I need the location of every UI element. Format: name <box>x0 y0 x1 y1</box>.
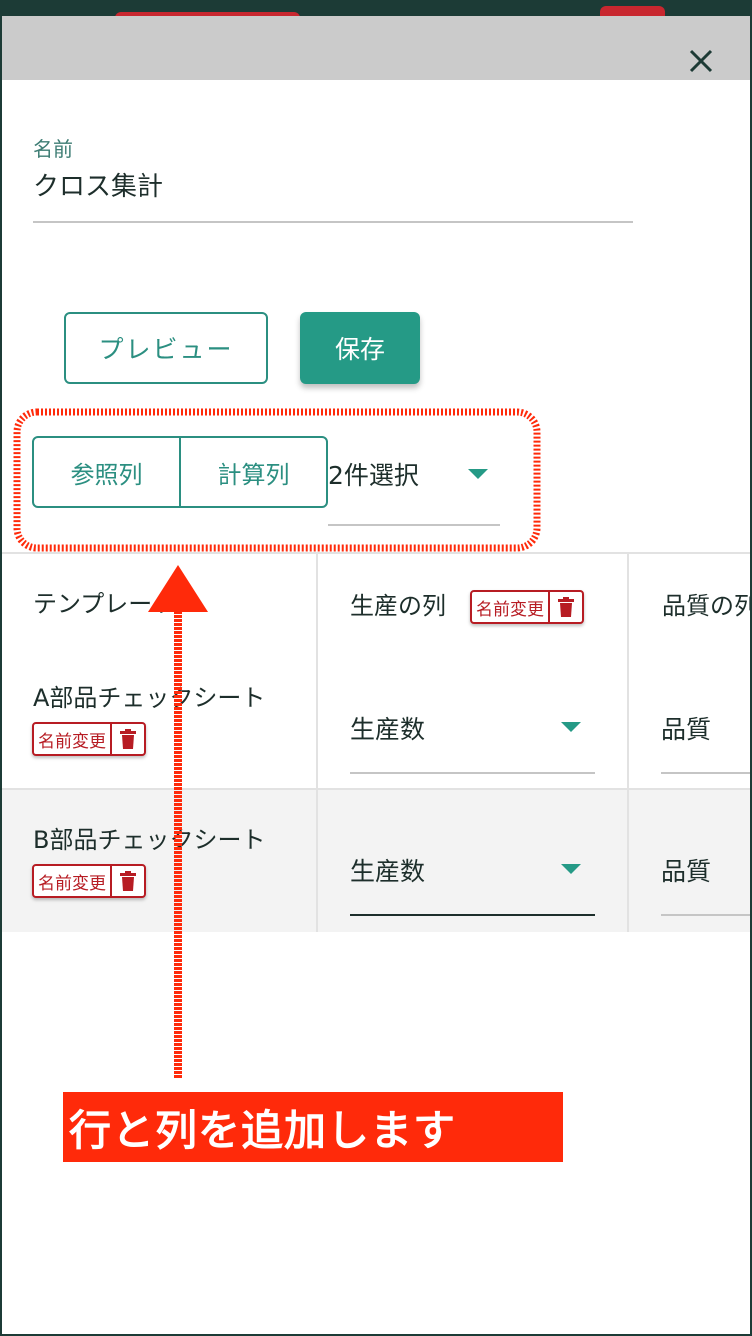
quality-column-select[interactable]: 品質 <box>661 694 752 774</box>
select-underline <box>661 772 752 774</box>
background-badge <box>600 6 665 16</box>
table-row: A部品チェックシート 名前変更 生産数 品質 <box>0 648 752 790</box>
column-rename-chip: 名前変更 <box>470 590 584 624</box>
production-column-select[interactable]: 生産数 <box>350 836 595 916</box>
window-frame <box>0 1334 752 1336</box>
name-field-label: 名前 <box>33 137 73 161</box>
table-header-row: テンプレート 生産の列 名前変更 品質の列 <box>0 552 752 648</box>
dialog-header <box>0 16 752 80</box>
selection-dropdown[interactable]: 2件選択 <box>328 446 500 526</box>
row-template-name: B部品チェックシート <box>33 826 266 854</box>
chevron-down-icon <box>561 722 581 732</box>
toggle-reference-column[interactable]: 参照列 <box>70 460 143 489</box>
column-divider <box>316 552 318 932</box>
trash-icon <box>120 729 136 749</box>
quality-select-value: 品質 <box>661 857 712 886</box>
column-header-template: テンプレート <box>33 590 177 618</box>
background-badge <box>115 12 300 16</box>
trash-icon <box>120 871 136 891</box>
close-button[interactable] <box>676 36 726 86</box>
chevron-down-icon <box>468 469 488 479</box>
delete-button[interactable] <box>110 724 144 754</box>
selection-dropdown-value: 2件選択 <box>328 461 419 490</box>
rename-button[interactable]: 名前変更 <box>476 599 544 620</box>
window-frame <box>0 0 2 1336</box>
quality-select-value: 品質 <box>661 715 712 744</box>
column-header-production: 生産の列 <box>350 592 446 620</box>
table-row: B部品チェックシート 名前変更 生産数 品質 <box>0 790 752 932</box>
close-icon <box>689 49 713 73</box>
delete-button[interactable] <box>548 592 582 622</box>
name-field-underline <box>33 221 633 223</box>
row-rename-chip: 名前変更 <box>32 722 146 756</box>
chevron-down-icon <box>561 864 581 874</box>
select-underline <box>350 772 595 774</box>
background-top-strip <box>0 0 752 16</box>
production-column-select[interactable]: 生産数 <box>350 694 595 774</box>
column-type-toggle: 参照列 計算列 <box>32 436 328 508</box>
row-template-name: A部品チェックシート <box>33 684 266 712</box>
select-underline <box>350 914 595 916</box>
annotation-caption: 行と列を追加します <box>63 1092 563 1162</box>
toggle-calculated-column[interactable]: 計算列 <box>179 438 326 506</box>
name-field-input[interactable]: クロス集計 <box>33 172 164 202</box>
cross-tab-table: テンプレート 生産の列 名前変更 品質の列 A部品チェックシート 名前変更 <box>0 552 752 932</box>
rename-button[interactable]: 名前変更 <box>38 873 106 894</box>
window-frame <box>750 0 752 1336</box>
preview-button[interactable]: プレビュー <box>64 312 268 384</box>
trash-icon <box>558 597 574 617</box>
delete-button[interactable] <box>110 866 144 896</box>
production-select-value: 生産数 <box>350 715 426 744</box>
column-header-quality: 品質の列 <box>662 592 752 620</box>
rename-button[interactable]: 名前変更 <box>38 731 106 752</box>
selection-dropdown-underline <box>328 524 500 526</box>
row-rename-chip: 名前変更 <box>32 864 146 898</box>
production-select-value: 生産数 <box>350 857 426 886</box>
save-button[interactable]: 保存 <box>300 312 420 384</box>
quality-column-select[interactable]: 品質 <box>661 836 752 916</box>
column-divider <box>627 552 629 932</box>
select-underline <box>661 914 752 916</box>
